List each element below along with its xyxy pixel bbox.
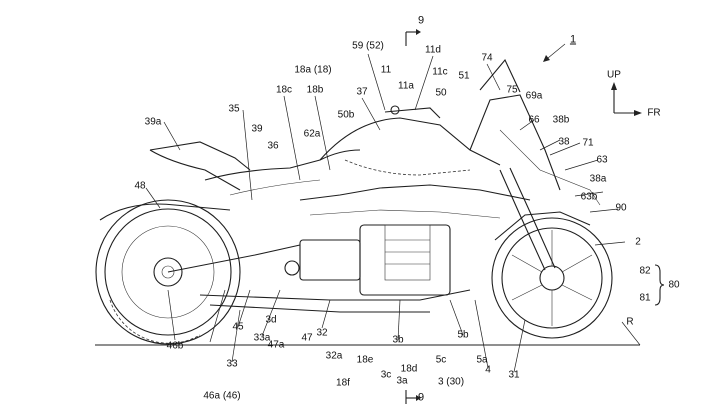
callout-11d: 11d bbox=[425, 44, 441, 56]
callout-11c: 11c bbox=[432, 66, 448, 78]
section-label-top: 9 bbox=[417, 14, 425, 27]
front-fork bbox=[499, 169, 546, 271]
tail-cowl bbox=[149, 141, 251, 171]
front-fender bbox=[494, 211, 591, 241]
callout-46b: 46b bbox=[166, 340, 184, 352]
callout-82: 82 bbox=[639, 265, 651, 277]
callout-48: 48 bbox=[134, 180, 146, 192]
seat-line bbox=[229, 179, 321, 196]
callout-81: 81 bbox=[639, 292, 651, 304]
main-label-arrowhead bbox=[543, 55, 550, 62]
callout-63: 63 bbox=[596, 154, 608, 166]
callout-38: 38 bbox=[558, 136, 570, 148]
callout-51: 51 bbox=[458, 70, 470, 82]
seat bbox=[204, 149, 361, 181]
windscreen bbox=[479, 58, 521, 93]
callout-5b: 5b bbox=[457, 329, 469, 341]
front-fairing bbox=[469, 94, 561, 191]
fuel-tank bbox=[319, 117, 501, 166]
callout-11: 11 bbox=[380, 64, 392, 76]
callout-63b: 63b bbox=[580, 191, 598, 203]
callout-90: 90 bbox=[615, 202, 627, 214]
callout-11a: 11a bbox=[398, 80, 414, 92]
callout-5c: 5c bbox=[435, 354, 447, 366]
section-label-bottom: 9 bbox=[417, 391, 425, 404]
callout-46a-46: 46a (46) bbox=[203, 390, 241, 402]
forward-label: FR bbox=[647, 107, 661, 119]
exhaust-pipe-lower bbox=[209, 304, 430, 313]
callout-5a: 5a bbox=[476, 354, 488, 366]
section-mark-bottom bbox=[405, 390, 421, 404]
callout-18a-18: 18a (18) bbox=[294, 64, 332, 76]
callout-3d: 3d bbox=[265, 314, 277, 326]
callout-3-30: 3 (30) bbox=[437, 376, 465, 388]
callout-50: 50 bbox=[435, 87, 447, 99]
callout-75: 75 bbox=[506, 84, 518, 96]
callout-80: 80 bbox=[668, 279, 680, 291]
callout-38b: 38b bbox=[552, 114, 570, 126]
handlebar bbox=[384, 107, 441, 119]
callout-31: 31 bbox=[508, 369, 520, 381]
main-label-pointer bbox=[547, 43, 566, 59]
callout-69a: 69a bbox=[525, 90, 543, 102]
callout-18c: 18c bbox=[275, 84, 293, 96]
callout-33a: 33a bbox=[253, 332, 271, 344]
leader-lines bbox=[145, 53, 641, 373]
fairing-edge bbox=[499, 129, 601, 206]
callout-4: 4 bbox=[485, 364, 491, 376]
callout-33: 33 bbox=[226, 358, 238, 370]
callout-47a: 47a bbox=[267, 339, 285, 351]
callout-39a: 39a bbox=[144, 116, 162, 128]
front-wheel bbox=[491, 217, 613, 339]
tail-cowl-lower bbox=[149, 149, 241, 191]
callout-35: 35 bbox=[228, 103, 240, 115]
rear-fender bbox=[99, 203, 231, 221]
swing-arm bbox=[167, 244, 301, 273]
callout-32a: 32a bbox=[325, 350, 343, 362]
callout-74: 74 bbox=[481, 52, 493, 64]
callout-3c: 3c bbox=[380, 369, 392, 381]
grip bbox=[390, 105, 400, 115]
brace-80 bbox=[654, 264, 665, 306]
callout-50b: 50b bbox=[337, 109, 355, 121]
callout-71: 71 bbox=[582, 137, 594, 149]
callout-36: 36 bbox=[267, 140, 279, 152]
callout-62a: 62a bbox=[303, 128, 321, 140]
callout-R: R bbox=[626, 316, 634, 328]
front-fork-2 bbox=[509, 167, 556, 269]
callout-18d: 18d bbox=[400, 363, 418, 375]
callout-18f: 18f bbox=[336, 377, 350, 389]
callout-47: 47 bbox=[301, 332, 313, 344]
callout-66: 66 bbox=[528, 114, 540, 126]
up-label: UP bbox=[607, 69, 621, 81]
rear-wheel bbox=[95, 199, 241, 345]
direction-indicator bbox=[611, 82, 642, 116]
callout-18b: 18b bbox=[306, 84, 324, 96]
callout-45: 45 bbox=[232, 321, 244, 333]
callout-38a: 38a bbox=[589, 173, 607, 185]
callout-2: 2 bbox=[635, 236, 641, 248]
callout-32: 32 bbox=[316, 327, 328, 339]
callout-3a: 3a bbox=[396, 375, 408, 387]
side-cover bbox=[299, 184, 531, 201]
main-reference-label: 1 bbox=[569, 33, 577, 46]
section-mark-top bbox=[405, 29, 421, 46]
hidden-line bbox=[344, 159, 471, 176]
engine bbox=[284, 224, 451, 296]
callout-3b: 3b bbox=[392, 334, 404, 346]
callout-18e: 18e bbox=[356, 354, 374, 366]
callout-39: 39 bbox=[251, 123, 263, 135]
frame-line bbox=[309, 209, 501, 219]
callout-37: 37 bbox=[356, 86, 368, 98]
callout-59-52: 59 (52) bbox=[352, 40, 384, 52]
